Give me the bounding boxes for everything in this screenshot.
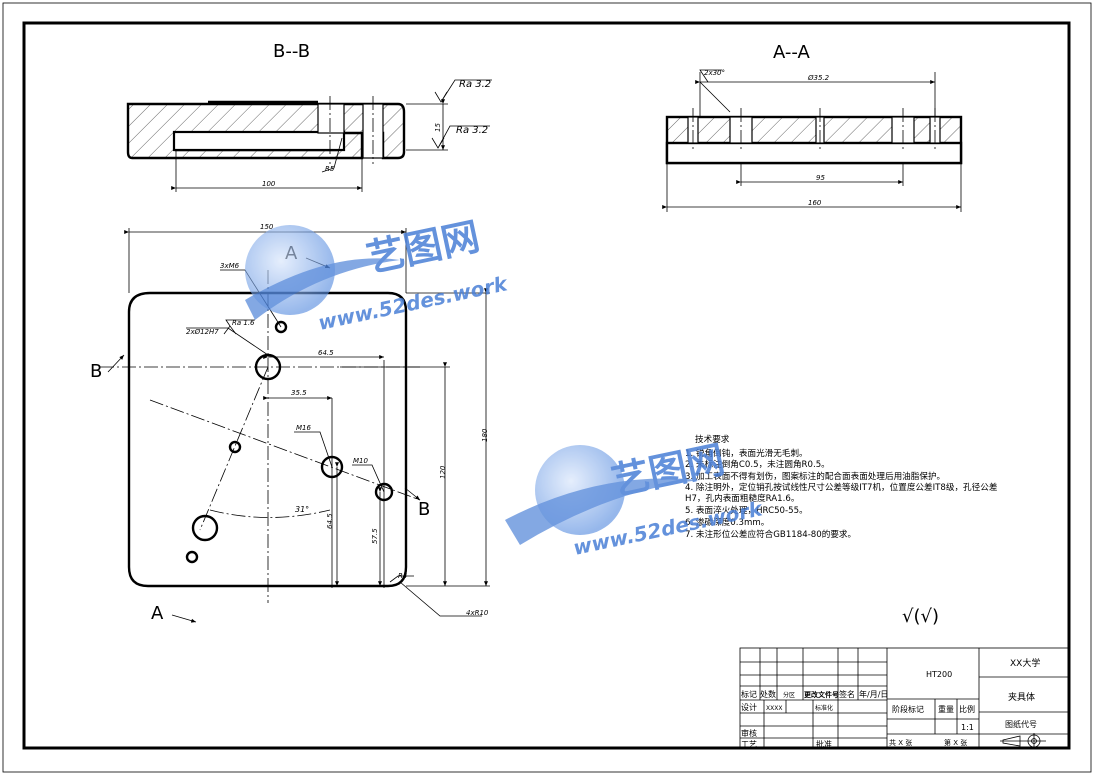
tb-sheet-no: 第 X 张 bbox=[944, 738, 967, 747]
cut-b-right: B bbox=[418, 499, 430, 520]
tech-notes-title: 技术要求 bbox=[695, 433, 730, 445]
tb-review: 审核 bbox=[741, 728, 757, 738]
dim-plan-width: 150 bbox=[260, 223, 274, 231]
label-m16: M16 bbox=[296, 424, 311, 432]
ra-top: Ra 3.2 bbox=[459, 79, 491, 90]
tb-weight: 重量 bbox=[938, 704, 954, 714]
tb-part-name: 夹具体 bbox=[1008, 691, 1035, 703]
tech-note-7: 6. 渗碳深度0.3mm。 bbox=[685, 516, 769, 528]
dim-bb-radius: R5 bbox=[325, 165, 335, 173]
tb-total-sheets: 共 X 张 bbox=[889, 738, 912, 747]
tb-stage: 阶段标记 bbox=[892, 704, 924, 714]
tech-note-1: 1. 锐角倒钝，表面光滑无毛刺。 bbox=[685, 447, 808, 459]
tech-note-6: 5. 表面淬火处理，HRC50-55。 bbox=[685, 504, 808, 516]
tb-change-doc: 更改文件号 bbox=[804, 690, 839, 699]
tb-mark: 标记 bbox=[741, 689, 757, 699]
section-bb: B--B 100 15 Ra 3.2 Ra 3.2 R5 bbox=[126, 41, 492, 192]
ra-hole: Ra 1.6 bbox=[232, 319, 255, 327]
section-bb-label: B--B bbox=[273, 41, 310, 62]
dim-aa-chamfer: 2x30° bbox=[704, 69, 725, 77]
tech-note-8: 7. 未注形位公差应符合GB1184-80的要求。 bbox=[685, 528, 856, 540]
dim-aa-inner: 95 bbox=[816, 174, 825, 182]
tb-craft: 工艺 bbox=[741, 740, 757, 749]
tb-material: HT200 bbox=[926, 670, 952, 679]
dim-plan-64-5b: 64.5 bbox=[326, 513, 334, 529]
ra-bottom: Ra 3.2 bbox=[456, 125, 488, 136]
dim-aa-overall: 160 bbox=[808, 199, 822, 207]
dim-plan-64-5: 64.5 bbox=[318, 349, 334, 357]
label-corner: 4xR10 bbox=[466, 609, 489, 617]
cut-b-left: B bbox=[90, 361, 102, 382]
tech-note-5: H7，孔内表面粗糙度RA1.6。 bbox=[685, 492, 799, 504]
label-threaded: 3xM6 bbox=[220, 262, 240, 270]
tb-count: 处数 bbox=[760, 689, 776, 699]
tb-drawing-no: 图纸代号 bbox=[1005, 719, 1037, 729]
dim-plan-angle: 31° bbox=[295, 505, 309, 514]
label-r4: R4 bbox=[398, 572, 407, 580]
tb-scale: 1:1 bbox=[961, 723, 974, 732]
dim-bb-height: 15 bbox=[434, 123, 442, 132]
tb-designer: XXXX bbox=[766, 705, 782, 712]
dim-bb-width: 100 bbox=[262, 180, 276, 188]
dim-aa-pitch: Ø35.2 bbox=[807, 74, 830, 82]
section-aa-label: A--A bbox=[773, 42, 811, 63]
dim-plan-120: 120 bbox=[439, 465, 447, 479]
section-bb-slot bbox=[172, 130, 346, 152]
dim-plan-35-5: 35.5 bbox=[291, 389, 307, 397]
dim-plan-57-5: 57.5 bbox=[371, 528, 379, 544]
tb-school: XX大学 bbox=[1010, 657, 1040, 669]
general-roughness: √(√) bbox=[902, 606, 939, 627]
watermark-brand: 艺图网 bbox=[363, 214, 484, 281]
tech-note-2: 2. 未标注倒角C0.5，未注圆角R0.5。 bbox=[685, 458, 830, 470]
inner-border bbox=[22, 21, 1071, 750]
tb-date: 年/月/日 bbox=[859, 689, 888, 699]
tb-approve: 批准 bbox=[816, 739, 832, 749]
plan-outline bbox=[127, 291, 408, 588]
tb-scale-label: 比例 bbox=[959, 704, 975, 714]
tech-note-4: 4. 除注明外，定位销孔按试线性尺寸公差等级IT7机，位置度公差IT8级，孔径公… bbox=[685, 481, 998, 493]
title-block: HT200 XX大学 夹具体 图纸代号 阶段标记 重量 比例 1:1 标记 处数… bbox=[739, 647, 1070, 749]
plan-view: B B A A 150 180 64.5 35.5 120 64.5 bbox=[90, 223, 490, 624]
tb-standard: 标准化 bbox=[815, 704, 833, 712]
tech-note-3: 3. 加工表面不得有划伤，图案标注的配合面表面处理后用油脂保护。 bbox=[685, 470, 945, 482]
tb-sign: 签名 bbox=[839, 689, 855, 699]
tb-zone: 分区 bbox=[783, 691, 795, 699]
dim-plan-height: 180 bbox=[481, 428, 489, 442]
tech-notes: 技术要求 1. 锐角倒钝，表面光滑无毛刺。 2. 未标注倒角C0.5，未注圆角R… bbox=[685, 433, 998, 540]
label-pin-holes: 2xØ12H7 bbox=[186, 328, 219, 336]
section-aa: A--A Ø35.2 2x30° 95 160 bbox=[662, 42, 963, 212]
section-bb-bore bbox=[317, 103, 345, 134]
tb-design: 设计 bbox=[741, 702, 757, 712]
cut-a-bottom: A bbox=[151, 603, 164, 624]
watermark-url: www.52des.work bbox=[316, 271, 511, 335]
label-m10: M10 bbox=[353, 457, 368, 465]
pin-hole-bottom bbox=[191, 514, 219, 542]
projection-symbol-icon bbox=[1000, 733, 1046, 749]
